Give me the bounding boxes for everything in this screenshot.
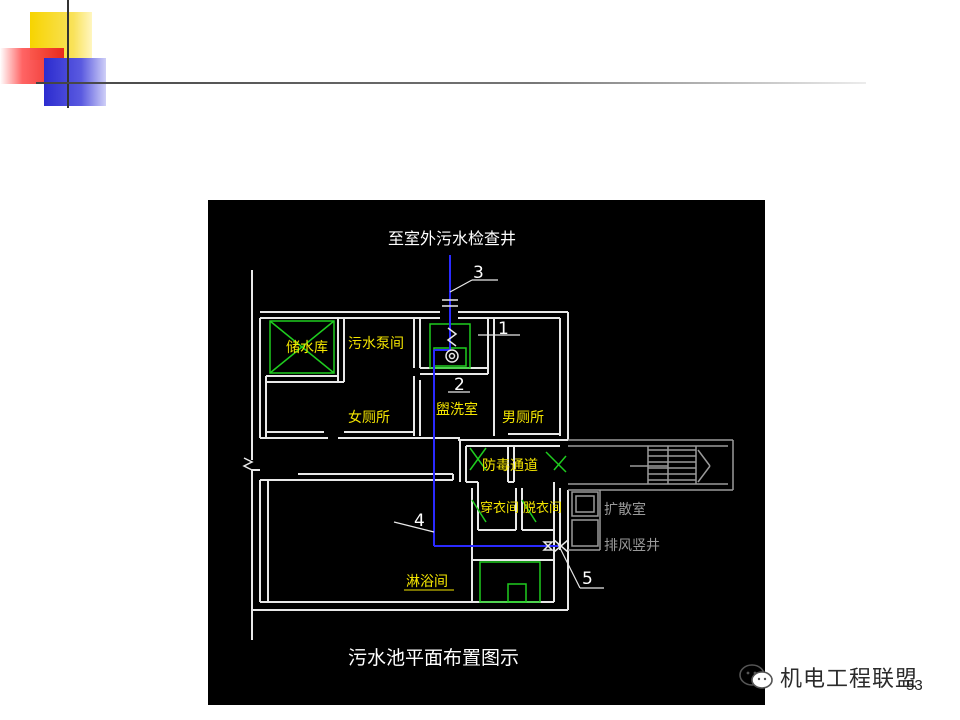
room-water-storage: 储水库 [286, 340, 328, 356]
pipe-fittings [442, 299, 569, 553]
room-shower: 淋浴间 [406, 574, 448, 590]
callout-4: 4 [414, 511, 425, 531]
watermark: 机电工程联盟 [738, 662, 918, 692]
callout-2: 2 [454, 375, 465, 395]
room-washroom: 盥洗室 [436, 401, 478, 418]
callout-5: 5 [582, 569, 593, 589]
room-exhaust-shaft: 排风竖井 [604, 538, 660, 554]
callout-3: 3 [473, 263, 484, 283]
room-sewage-pump: 污水泵间 [348, 336, 404, 352]
corner-vertical-rule [67, 0, 69, 108]
room-expansion: 扩散室 [604, 501, 646, 518]
callout-1: 1 [498, 319, 509, 339]
walls [251, 270, 569, 640]
break-mark [242, 457, 254, 471]
top-label: 至室外污水检查井 [388, 229, 516, 248]
watermark-text: 机电工程联盟 [780, 667, 919, 692]
header-rule [36, 82, 866, 84]
room-undressing: 脱衣间 [523, 500, 562, 516]
room-gas-lock: 防毒通道 [482, 458, 538, 474]
wechat-icon [739, 664, 773, 689]
page-number: 53 [906, 677, 923, 694]
callout-leaders [393, 279, 604, 589]
room-dressing: 穿衣间 [480, 500, 519, 516]
drawing-caption: 污水池平面布置图示 [348, 647, 519, 669]
floor-plan-svg: 至室外污水检查井 3 1 2 4 5 储水库 污水泵间 盥洗室 女厕所 男厕所 … [242, 229, 734, 669]
equipment-green [269, 320, 567, 603]
room-womens-toilet: 女厕所 [348, 409, 390, 426]
floor-plan-drawing: 至室外污水检查井 3 1 2 4 5 储水库 污水泵间 盥洗室 女厕所 男厕所 … [208, 200, 765, 705]
sewage-pipe [433, 255, 560, 547]
room-mens-toilet: 男厕所 [502, 410, 544, 426]
stair-structure [568, 439, 734, 551]
